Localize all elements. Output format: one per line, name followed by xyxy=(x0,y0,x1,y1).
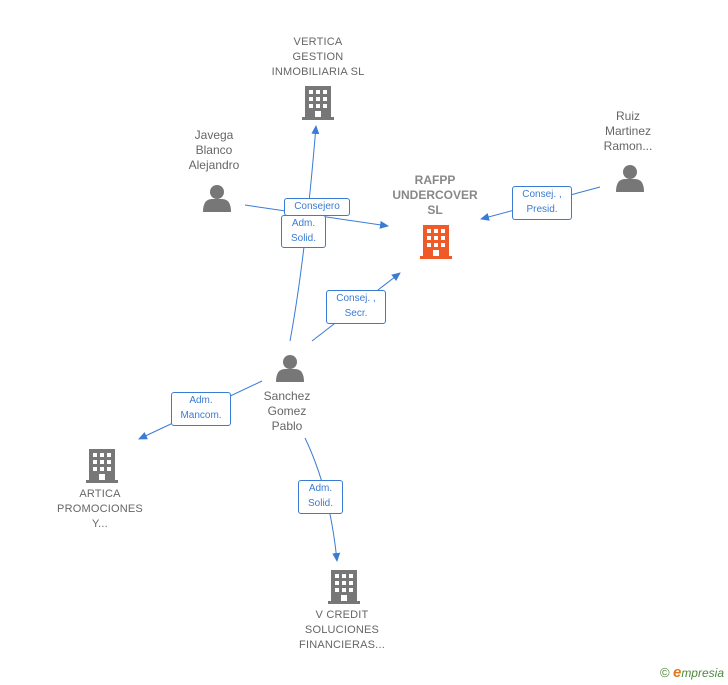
brand-logo-initial: e xyxy=(672,664,682,681)
edge-label-consejero: Consejero xyxy=(284,198,350,216)
node-label-javega[interactable]: Javega Blanco Alejandro xyxy=(188,128,240,172)
building-icon-artica xyxy=(86,449,118,483)
node-label-vertica[interactable]: VERTICA GESTION INMOBILIARIA SL xyxy=(271,36,365,78)
building-icon-rafpp xyxy=(420,225,452,259)
person-icon-sanchez xyxy=(276,355,304,382)
copyright-symbol: © xyxy=(660,665,670,680)
edge-label-adm-solid-vcredit: Adm. Solid. xyxy=(298,480,343,514)
edge-label-adm-solid-vertica: Adm. Solid. xyxy=(281,215,326,248)
person-icon-javega xyxy=(203,185,231,212)
node-label-sanchez[interactable]: Sanchez Gomez Pablo xyxy=(263,389,311,433)
edge-label-consej-secr: Consej. , Secr. xyxy=(326,290,386,324)
brand-footer[interactable]: © empresia xyxy=(660,664,724,681)
node-label-ruiz[interactable]: Ruiz Martinez Ramon... xyxy=(603,109,653,153)
node-label-artica[interactable]: ARTICA PROMOCIONES Y... xyxy=(57,488,143,530)
node-label-rafpp[interactable]: RAFPP UNDERCOVER SL xyxy=(392,173,478,217)
edge-label-consej-presid: Consej. , Presid. xyxy=(512,186,572,220)
building-icon-vertica xyxy=(302,86,334,120)
building-icon-vcredit xyxy=(328,570,360,604)
node-label-vcredit[interactable]: V CREDIT SOLUCIONES FINANCIERAS... xyxy=(299,609,385,651)
person-icon-ruiz xyxy=(616,165,644,192)
brand-logo-text: mpresia xyxy=(681,666,724,680)
edge-label-adm-mancom: Adm. Mancom. xyxy=(171,392,231,426)
